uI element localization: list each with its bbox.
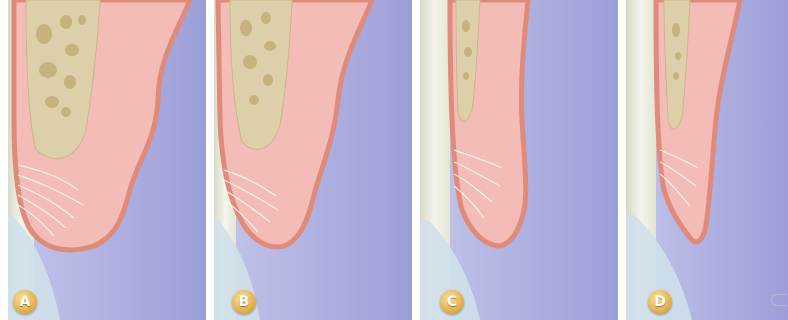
panel-a: A bbox=[8, 0, 206, 320]
panel-c-label: C bbox=[440, 290, 464, 314]
corner-mark bbox=[771, 294, 786, 306]
panel-a-illustration bbox=[8, 0, 206, 320]
panel-b-label: B bbox=[232, 290, 256, 314]
panel-d-illustration bbox=[626, 0, 788, 320]
panel-b-illustration bbox=[214, 0, 412, 320]
panel-d: D bbox=[626, 0, 788, 320]
panel-c: C bbox=[420, 0, 618, 320]
panel-b: B bbox=[214, 0, 412, 320]
panel-a-label: A bbox=[13, 290, 37, 314]
panel-d-label: D bbox=[648, 290, 672, 314]
panel-c-illustration bbox=[420, 0, 618, 320]
